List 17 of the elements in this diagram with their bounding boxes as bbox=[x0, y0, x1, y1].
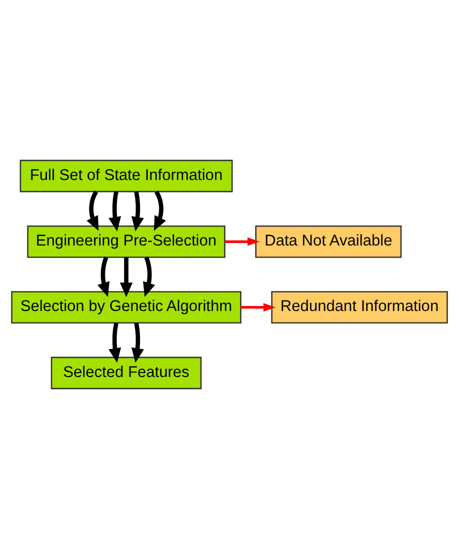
node-box: Selected Features bbox=[50, 356, 202, 389]
arrow bbox=[131, 190, 144, 231]
node-box: Engineering Pre-Selection bbox=[27, 224, 226, 258]
node-box: Full Set of State Information bbox=[20, 159, 233, 192]
node-box: Selection by Genetic Algorithm bbox=[11, 290, 242, 324]
arrow bbox=[240, 302, 276, 312]
arrow bbox=[86, 190, 99, 230]
arrow bbox=[131, 322, 144, 362]
arrow bbox=[143, 256, 156, 296]
node-box: Data Not Available bbox=[255, 224, 402, 258]
arrow bbox=[108, 190, 122, 231]
arrow bbox=[108, 322, 122, 362]
arrow bbox=[224, 236, 260, 246]
arrow bbox=[120, 256, 133, 297]
arrow bbox=[154, 190, 166, 230]
arrow bbox=[97, 256, 110, 296]
node-box: Redundant Information bbox=[271, 290, 448, 324]
